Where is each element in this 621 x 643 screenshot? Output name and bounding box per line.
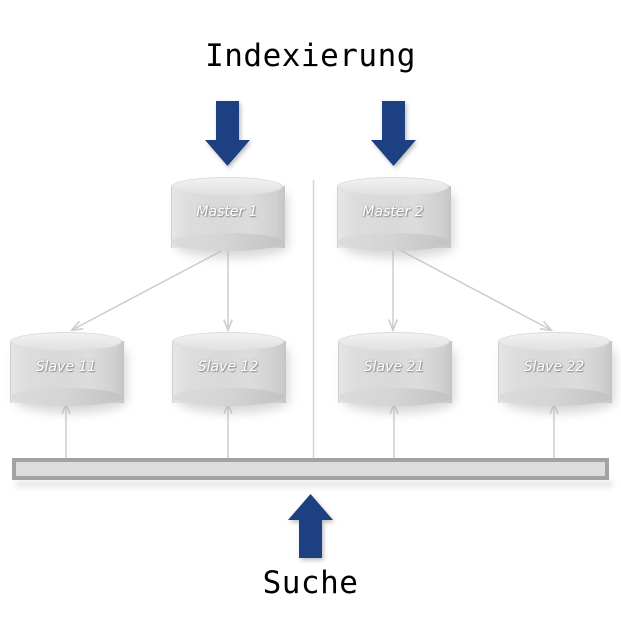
suche-title: Suche <box>262 565 359 601</box>
cylinder-bottom-ellipse <box>338 388 450 406</box>
cylinder-bottom-ellipse <box>498 388 610 406</box>
search-arrow-icon <box>288 494 333 558</box>
connector-master2-slave22 <box>395 247 551 330</box>
search-bus-bar-shadow <box>16 481 613 487</box>
node-master-2[interactable]: Master 2 <box>337 177 454 258</box>
search-bus-bar[interactable] <box>12 458 609 480</box>
node-master-1[interactable]: Master 1 <box>171 177 288 258</box>
cylinder-top-ellipse <box>338 332 450 351</box>
node-slave-11[interactable]: Slave 11 <box>10 332 127 413</box>
cylinder-top-ellipse <box>337 177 449 196</box>
node-slave-12[interactable]: Slave 12 <box>172 332 289 413</box>
node-label: Slave 22 <box>523 359 585 375</box>
index-arrow-master-1-icon <box>205 101 250 166</box>
cylinder-top-ellipse <box>498 332 610 351</box>
index-arrow-master-2-icon <box>371 101 416 166</box>
node-slave-21[interactable]: Slave 21 <box>338 332 455 413</box>
cylinder-bottom-ellipse <box>171 233 283 251</box>
cylinder-top-ellipse <box>10 332 122 351</box>
node-label: Slave 11 <box>35 359 97 375</box>
connector-master1-slave11 <box>72 247 228 330</box>
cylinder-bottom-ellipse <box>172 388 284 406</box>
node-label: Master 2 <box>362 204 424 220</box>
cylinder-top-ellipse <box>171 177 283 196</box>
cylinder-bottom-ellipse <box>10 388 122 406</box>
node-label: Slave 12 <box>197 359 259 375</box>
node-slave-22[interactable]: Slave 22 <box>498 332 615 413</box>
node-label: Slave 21 <box>363 359 425 375</box>
indexierung-title: Indexierung <box>205 38 416 74</box>
cylinder-top-ellipse <box>172 332 284 351</box>
cylinder-bottom-ellipse <box>337 233 449 251</box>
node-label: Master 1 <box>196 204 258 220</box>
